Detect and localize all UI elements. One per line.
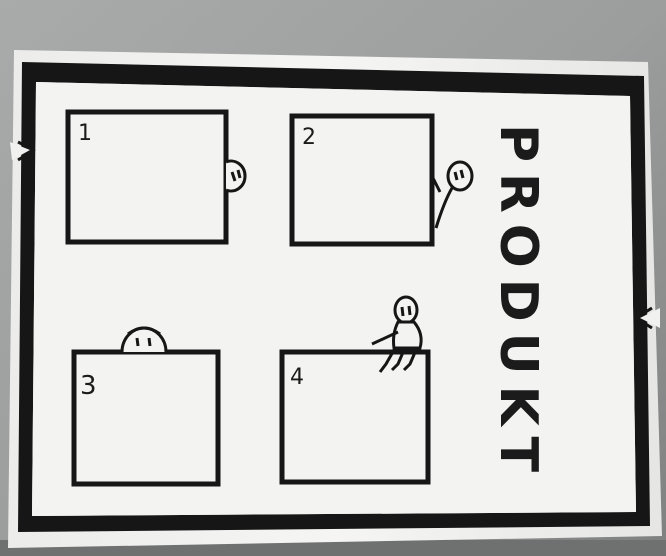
panel-2-number: 2 [302,125,316,150]
panel-3-number: 3 [80,371,97,401]
panel-1-figure [226,161,245,191]
panel-4-number: 4 [290,365,304,390]
panel-1-number: 1 [78,121,92,146]
